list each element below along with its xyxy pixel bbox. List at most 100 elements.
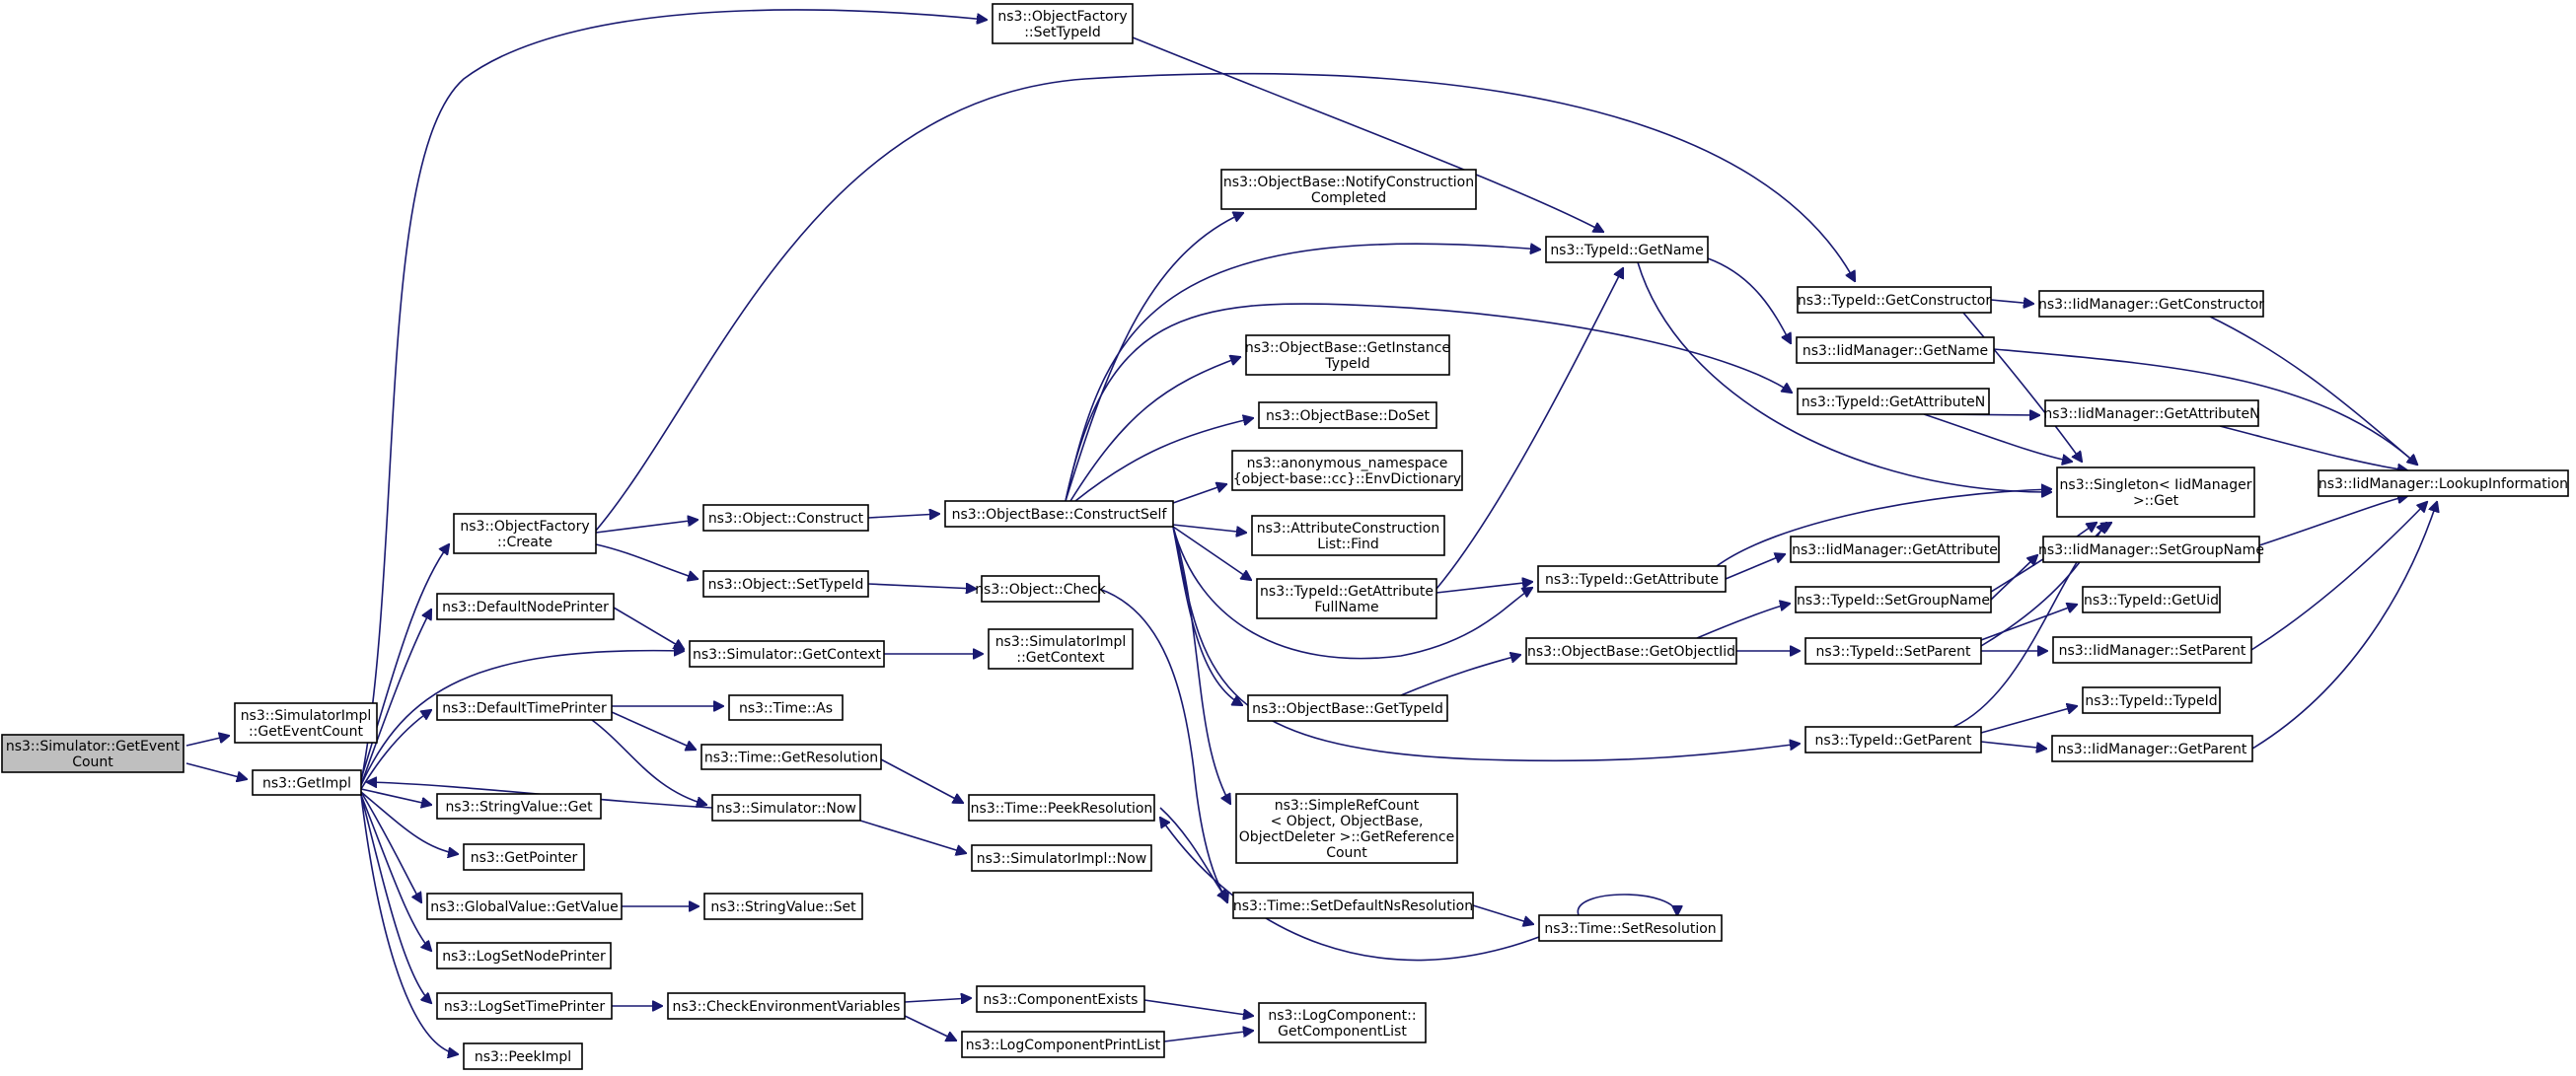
function-node-label: ns3::Time::SetDefaultNsResolution xyxy=(1233,898,1473,914)
call-edge-n21-to-n31 xyxy=(1172,484,1226,504)
function-node-n26[interactable]: ns3::ComponentExists xyxy=(976,985,1145,1013)
function-node-n0[interactable]: ns3::Simulator::GetEventCount xyxy=(1,734,184,773)
function-node-n12[interactable]: ns3::PeekImpl xyxy=(463,1042,583,1070)
function-node-n7[interactable]: ns3::StringValue::Get xyxy=(436,793,602,820)
function-node-label: {object-base::cc}::EnvDictionary xyxy=(1233,471,1461,487)
function-node-label: ns3::Time::As xyxy=(739,701,833,717)
call-edge-n5-to-n15 xyxy=(613,607,684,649)
function-node-n6[interactable]: ns3::DefaultTimePrinter xyxy=(436,694,613,721)
call-edge-n2-to-n3 xyxy=(360,9,987,783)
function-node-n40[interactable]: ns3::ObjectBase::GetObjectIid xyxy=(1525,637,1737,665)
function-node-n23[interactable]: ns3::SimulatorImpl::GetContext xyxy=(988,628,1134,670)
function-node-n24[interactable]: ns3::Time::PeekResolution xyxy=(968,794,1155,822)
call-edge-n21-to-n30 xyxy=(1074,418,1253,502)
function-node-n27[interactable]: ns3::LogComponentPrintList xyxy=(961,1031,1165,1058)
call-edge-n34-to-n40 xyxy=(1400,655,1520,696)
call-edge-n40-to-n46 xyxy=(1696,604,1790,639)
function-node-box xyxy=(463,843,585,871)
function-node-n16[interactable]: ns3::Time::As xyxy=(728,694,844,721)
function-node-n17[interactable]: ns3::Time::GetResolution xyxy=(700,744,882,770)
function-node-n2[interactable]: ns3::GetImpl xyxy=(252,769,362,796)
function-node-n31[interactable]: ns3::anonymous_namespace{object-base::cc… xyxy=(1231,450,1463,491)
function-node-label: ns3::Simulator::GetContext xyxy=(693,647,882,663)
function-node-n55[interactable]: ns3::TypeId::TypeId xyxy=(2082,686,2221,714)
function-node-n1[interactable]: ns3::SimulatorImpl::GetEventCount xyxy=(234,702,378,744)
function-node-box xyxy=(2038,290,2264,318)
function-node-n20[interactable]: ns3::CheckEnvironmentVariables xyxy=(667,992,906,1020)
function-node-n9[interactable]: ns3::GlobalValue::GetValue xyxy=(426,893,623,920)
function-node-n34[interactable]: ns3::ObjectBase::GetTypeId xyxy=(1247,694,1448,722)
function-node-n8[interactable]: ns3::GetPointer xyxy=(463,843,585,871)
call-edge-n39-to-n45 xyxy=(1725,554,1785,580)
function-node-n21[interactable]: ns3::ObjectBase::ConstructSelf xyxy=(944,500,1174,528)
function-node-box xyxy=(2044,399,2259,427)
call-edge-n21-to-n44 xyxy=(1065,303,1792,502)
function-node-n18[interactable]: ns3::Simulator::Now xyxy=(711,794,861,822)
function-node-n51[interactable]: ns3::IidManager::GetAttributeN xyxy=(2043,399,2260,427)
function-node-label: ns3::IidManager::GetAttribute xyxy=(1792,542,1998,558)
function-node-n36[interactable]: ns3::Time::SetDefaultNsResolution xyxy=(1232,892,1474,919)
function-node-n46[interactable]: ns3::TypeId::SetGroupName xyxy=(1795,586,1992,613)
function-node-n25[interactable]: ns3::SimulatorImpl::Now xyxy=(971,844,1152,872)
function-node-n48[interactable]: ns3::TypeId::GetParent xyxy=(1804,726,1982,753)
function-node-n5[interactable]: ns3::DefaultNodePrinter xyxy=(436,593,615,620)
function-node-n54[interactable]: ns3::IidManager::SetParent xyxy=(2052,636,2252,664)
function-node-n44[interactable]: ns3::TypeId::GetAttributeN xyxy=(1797,388,1990,415)
function-node-n14[interactable]: ns3::Object::SetTypeId xyxy=(702,570,869,598)
function-node-n30[interactable]: ns3::ObjectBase::DoSet xyxy=(1258,401,1437,429)
function-node-n3[interactable]: ns3::ObjectFactory::SetTypeId xyxy=(992,3,1134,44)
call-edge-n33-to-n38 xyxy=(1435,268,1623,590)
call-edge-n26-to-n37 xyxy=(1143,999,1253,1016)
function-node-box xyxy=(981,575,1100,603)
function-node-n43[interactable]: ns3::IidManager::GetName xyxy=(1796,336,1995,364)
call-edge-n48-to-n56 xyxy=(1980,741,2046,749)
call-edge-n38-to-n43 xyxy=(1707,257,1791,343)
function-node-label: ns3::LogSetNodePrinter xyxy=(442,949,606,965)
function-node-n38[interactable]: ns3::TypeId::GetName xyxy=(1545,236,1709,263)
call-edge-n18-to-n2 xyxy=(367,782,713,809)
function-node-n57[interactable]: ns3::IidManager::LookupInformation xyxy=(2318,469,2569,497)
function-node-box xyxy=(1796,336,1995,364)
function-node-n42[interactable]: ns3::TypeId::GetConstructor xyxy=(1797,286,1992,314)
function-node-box xyxy=(2082,686,2221,714)
function-node-n50[interactable]: ns3::Singleton< IidManager>::Get xyxy=(2056,466,2255,518)
function-node-n10[interactable]: ns3::LogSetNodePrinter xyxy=(436,942,612,969)
function-node-n4[interactable]: ns3::ObjectFactory::Create xyxy=(453,513,597,554)
function-node-n52[interactable]: ns3::IidManager::SetGroupName xyxy=(2038,536,2264,563)
function-node-label: ObjectDeleter >::GetReference xyxy=(1239,829,1454,845)
function-node-box xyxy=(1258,1002,1427,1043)
function-node-n28[interactable]: ns3::ObjectBase::NotifyConstructionCompl… xyxy=(1220,169,1477,210)
function-node-n22[interactable]: ns3::Object::Check xyxy=(975,575,1107,603)
function-node-n35[interactable]: ns3::SimpleRefCount< Object, ObjectBase,… xyxy=(1235,793,1458,864)
function-node-box xyxy=(700,744,882,770)
function-node-box xyxy=(711,794,861,822)
function-node-box xyxy=(702,570,869,598)
function-node-n45[interactable]: ns3::IidManager::GetAttribute xyxy=(1790,536,2000,563)
call-edge-n21-to-n29 xyxy=(1069,357,1240,502)
function-node-box xyxy=(961,1031,1165,1058)
function-node-label: ns3::AttributeConstruction xyxy=(1257,521,1439,537)
call-edge-n47-to-n53 xyxy=(1980,605,2077,641)
function-node-n19[interactable]: ns3::StringValue::Set xyxy=(703,893,863,920)
function-node-n39[interactable]: ns3::TypeId::GetAttribute xyxy=(1537,565,1727,593)
function-node-n11[interactable]: ns3::LogSetTimePrinter xyxy=(436,992,613,1020)
function-node-n41[interactable]: ns3::Time::SetResolution xyxy=(1538,914,1723,942)
function-node-n37[interactable]: ns3::LogComponent::GetComponentList xyxy=(1258,1002,1427,1043)
function-node-n13[interactable]: ns3::Object::Construct xyxy=(702,504,869,532)
function-node-box xyxy=(2056,466,2255,518)
function-node-label: ns3::Time::PeekResolution xyxy=(971,801,1153,817)
function-node-n53[interactable]: ns3::TypeId::GetUid xyxy=(2082,586,2221,613)
function-node-n56[interactable]: ns3::IidManager::GetParent xyxy=(2051,735,2253,762)
function-node-box xyxy=(1537,565,1727,593)
function-node-n49[interactable]: ns3::IidManager::GetConstructor xyxy=(2038,290,2264,318)
function-node-n47[interactable]: ns3::TypeId::SetParent xyxy=(1804,637,1982,665)
function-node-box xyxy=(1525,637,1737,665)
function-node-box xyxy=(971,844,1152,872)
function-node-box xyxy=(1795,586,1992,613)
call-edge-n18-to-n25 xyxy=(859,820,966,853)
function-node-label: Count xyxy=(1326,845,1367,861)
function-node-n15[interactable]: ns3::Simulator::GetContext xyxy=(689,640,885,668)
